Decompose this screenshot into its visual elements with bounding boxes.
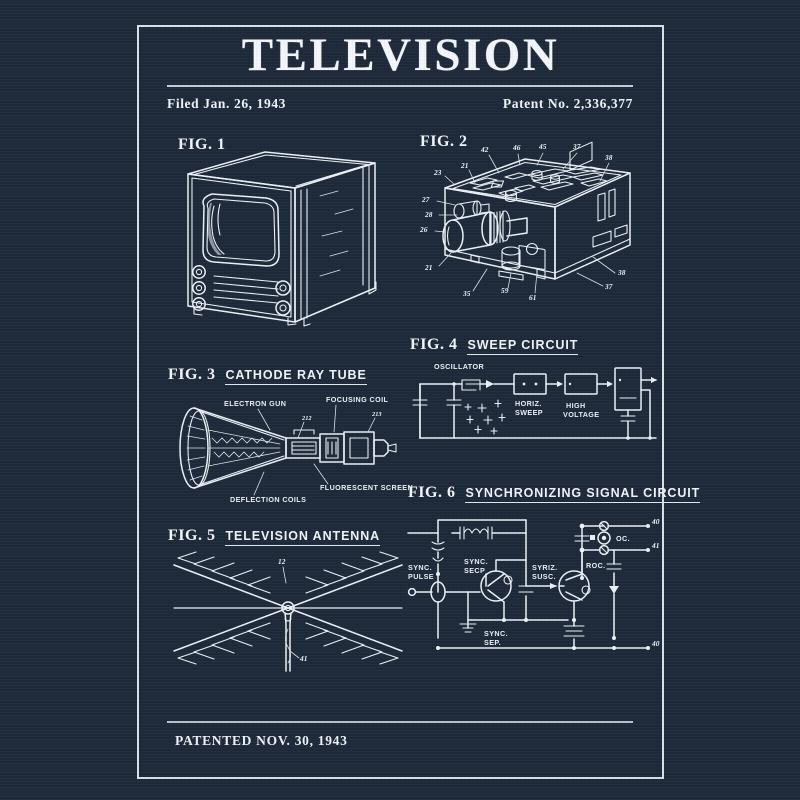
fig4-label-high-voltage-1: HIGH xyxy=(566,401,586,410)
figure-3-header: FIG. 3 CATHODE RAY TUBE xyxy=(168,366,367,385)
fig3-label-deflection-coils: DEFLECTION COILS xyxy=(230,495,306,504)
fig3-label-fluorescent-screen: FLUORESCENT SCREEN xyxy=(320,483,413,492)
fig6-label-sync-pulse-2: PULSE xyxy=(408,572,434,581)
fig3-label-electron-gun: ELECTRON GUN xyxy=(224,399,286,408)
figure-6-header: FIG. 6 SYNCHRONIZING SIGNAL CIRCUIT xyxy=(408,484,701,503)
fig2-ref-28: 28 xyxy=(424,210,433,219)
figure-4-drawing: OSCILLATOR HORIZ. SWEEP HIGH VOLTAGE xyxy=(412,362,657,440)
fig2-ref-45: 45 xyxy=(538,142,547,151)
fig5-ref-41: 41 xyxy=(299,654,307,663)
figure-2-drawing: 42 46 45 37 38 21 23 27 28 26 21 35 xyxy=(419,141,631,302)
fig6-label-roc: ROC. xyxy=(586,561,606,570)
figure-6-number: FIG. 6 xyxy=(408,484,456,501)
fig4-label-horiz-sweep-2: SWEEP xyxy=(515,408,543,417)
footer-divider xyxy=(167,721,633,723)
fig6-label-syriz-susc-2: SUSC. xyxy=(532,572,556,581)
fig2-ref-21-top: 21 xyxy=(460,161,468,170)
fig2-ref-42: 42 xyxy=(480,145,489,154)
figure-1-number: FIG. 1 xyxy=(178,136,226,153)
fig2-ref-23: 23 xyxy=(433,168,442,177)
fig3-ref-212: 212 xyxy=(301,415,312,422)
fig2-ref-38-top: 38 xyxy=(604,153,613,162)
fig3-ref-213: 213 xyxy=(371,411,382,418)
fig3-label-focusing-coil: FOCUSING COIL xyxy=(326,395,389,404)
figure-1-drawing xyxy=(187,151,377,327)
fig6-ref-40-top: 40 xyxy=(651,517,660,526)
fig6-label-sync-sep-2: SEP. xyxy=(484,638,501,647)
fig6-ref-40-bot: 40 xyxy=(651,639,660,648)
figure-6-caption: SYNCHRONIZING SIGNAL CIRCUIT xyxy=(465,486,701,503)
figure-2-number: FIG. 2 xyxy=(420,133,468,150)
figure-5-caption: TELEVISION ANTENNA xyxy=(225,529,381,546)
fig5-ref-12: 12 xyxy=(278,557,286,566)
title-divider xyxy=(167,85,633,87)
fig2-ref-21-bot: 21 xyxy=(424,263,432,272)
figure-4-caption: SWEEP CIRCUIT xyxy=(467,338,579,355)
figure-2-header: FIG. 2 xyxy=(420,133,467,151)
figure-5-number: FIG. 5 xyxy=(168,527,216,544)
fig2-ref-38-bot: 38 xyxy=(617,268,626,277)
fig6-label-sync-secp-1: SYNC. xyxy=(464,557,488,566)
figure-5-drawing: 12 41 xyxy=(173,551,403,672)
fig2-ref-37-bot: 37 xyxy=(604,282,613,291)
figure-1-header: FIG. 1 xyxy=(178,136,225,154)
figure-4-header: FIG. 4 SWEEP CIRCUIT xyxy=(410,336,579,355)
fig6-label-sync-sep-1: SYNC. xyxy=(484,629,508,638)
figure-6: FIG. 6 SYNCHRONIZING SIGNAL CIRCUIT xyxy=(407,484,701,664)
fig4-label-oscillator: OSCILLATOR xyxy=(434,362,484,371)
figure-1: FIG. 1 xyxy=(170,136,405,331)
fig2-ref-59: 59 xyxy=(501,286,509,295)
header-meta-row: Filed Jan. 26, 1943 Patent No. 2,336,377 xyxy=(167,96,633,112)
figure-2: FIG. 2 xyxy=(415,133,660,323)
fig6-ref-41: 41 xyxy=(651,541,659,550)
figure-5: FIG. 5 TELEVISION ANTENNA xyxy=(168,527,408,677)
fig6-label-sync-secp-2: SECP xyxy=(464,566,485,575)
figure-5-header: FIG. 5 TELEVISION ANTENNA xyxy=(168,527,381,546)
page-title: TELEVISION xyxy=(241,29,560,81)
fig2-ref-27: 27 xyxy=(421,195,430,204)
figure-6-drawing: SYNC. PULSE SYNC. SECP SYNC. SEP. SYRIZ.… xyxy=(407,517,660,650)
fig2-ref-26: 26 xyxy=(419,225,428,234)
fig2-ref-46: 46 xyxy=(512,143,521,152)
fig6-label-oc: OC. xyxy=(616,534,630,543)
fig4-label-high-voltage-2: VOLTAGE xyxy=(563,410,599,419)
fig4-label-horiz-sweep-1: HORIZ. xyxy=(515,399,542,408)
figure-3-caption: CATHODE RAY TUBE xyxy=(225,368,367,385)
fig6-label-sync-pulse-1: SYNC. xyxy=(408,563,432,572)
patent-number: Patent No. 2,336,377 xyxy=(502,96,633,111)
figure-3-number: FIG. 3 xyxy=(168,366,216,383)
figure-4: FIG. 4 SWEEP CIRCUIT xyxy=(410,336,660,456)
fig2-ref-37-top: 37 xyxy=(572,142,581,151)
footer-patented-date: PATENTED NOV. 30, 1943 xyxy=(175,733,348,748)
figure-4-number: FIG. 4 xyxy=(410,336,458,353)
figure-3-drawing: ELECTRON GUN FOCUSING COIL 212 213 FLUOR… xyxy=(179,395,413,504)
fig2-ref-61: 61 xyxy=(529,293,536,302)
figure-3: FIG. 3 CATHODE RAY TUBE xyxy=(168,366,413,506)
filed-date: Filed Jan. 26, 1943 xyxy=(167,96,287,111)
fig6-label-syriz-susc-1: SYRIZ. xyxy=(532,563,558,572)
poster-border-frame xyxy=(137,25,664,779)
fig2-ref-35: 35 xyxy=(462,289,471,298)
